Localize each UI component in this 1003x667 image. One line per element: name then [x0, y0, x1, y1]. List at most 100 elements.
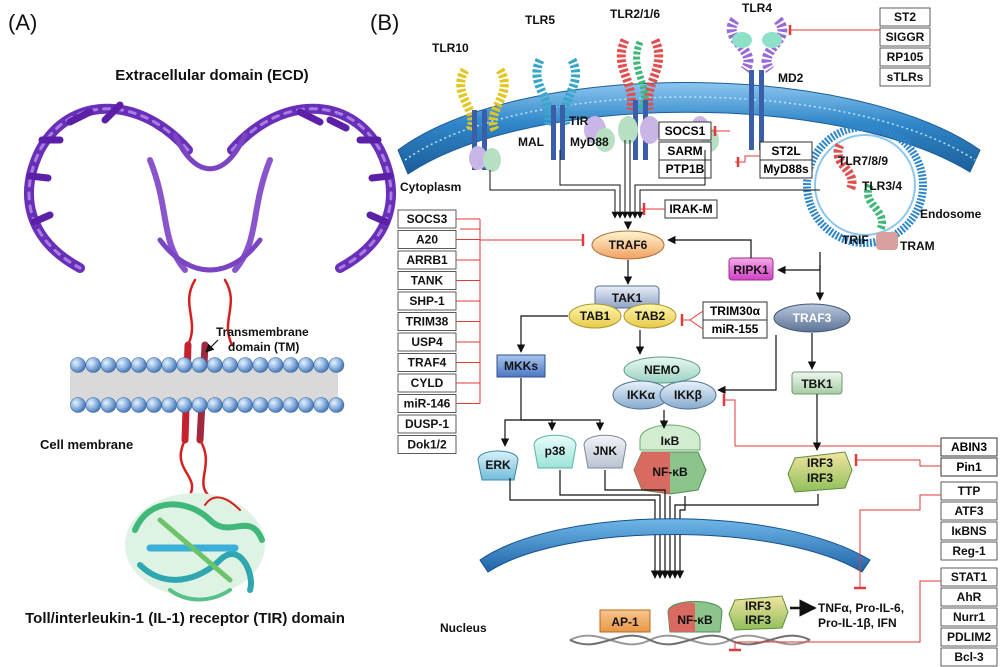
- tak-inhibitors: TRIM30α miR-155: [680, 301, 768, 339]
- lipid-head: [115, 397, 132, 413]
- erk-node: ERK: [485, 458, 511, 472]
- traf6-inhibitor-label: DUSP-1: [405, 417, 449, 431]
- tlr4-inhibitor-box: [879, 67, 931, 87]
- nuclear-inhibitor-box: [940, 607, 998, 627]
- lipid-head: [207, 397, 223, 413]
- cytoplasm-label: Cytoplasm: [400, 180, 461, 194]
- tm-label-line2: domain (TM): [228, 340, 299, 354]
- tir-label: TIR: [569, 114, 589, 128]
- nuclear-inhibitor-label: PDLIM2: [947, 630, 991, 644]
- nuclear-factors: AP-1 NF-κB IRF3 IRF3: [599, 595, 789, 633]
- traf6-inhibitor-label: miR-146: [404, 397, 451, 411]
- ikka-node: IKKα: [627, 388, 656, 402]
- lipid-head: [313, 357, 330, 373]
- nuclear-inhibitor-box: [940, 647, 998, 667]
- traf6-inhibitor-label: SHP-1: [409, 294, 445, 308]
- tlr4-label: TLR4: [742, 1, 772, 15]
- irf3-nuclear-top: IRF3: [745, 599, 771, 613]
- nuclear-inhibitor-label: Bcl-3: [954, 650, 984, 664]
- tlr10-label: TLR10: [432, 41, 469, 55]
- tab1-node: TAB1: [580, 309, 611, 323]
- tlr4-inhibitor-label: SIGGR: [886, 30, 925, 44]
- traf6-inhibitor-label: TANK: [411, 274, 444, 288]
- endosome: TLR7/8/9 TLR3/4 Endosome TRIF TRAM: [803, 123, 982, 253]
- cell-membrane-label: Cell membrane: [40, 437, 133, 452]
- lipid-head: [161, 397, 177, 413]
- lipid-head: [70, 357, 86, 373]
- ecd-title: Extracellular domain (ECD): [115, 67, 308, 84]
- tir-title: Toll/interleukin-1 (IL-1) receptor (TIR)…: [25, 610, 345, 627]
- irf3-inhibitors: ABIN3 Pin1: [722, 394, 998, 477]
- lipid-head: [328, 357, 345, 373]
- traf3-node: TRAF3: [793, 311, 832, 325]
- panel-a: (A) Extracellular domain (ECD): [8, 10, 396, 627]
- lipid-head: [207, 357, 223, 373]
- lipid-head: [282, 357, 299, 373]
- tlr4-inhibitor-label: sTLRs: [887, 70, 924, 84]
- lipid-head: [267, 397, 284, 413]
- irakm-label: IRAK-M: [669, 202, 712, 216]
- jnk-node: JNK: [593, 444, 617, 458]
- lipid-head: [85, 357, 101, 373]
- lipid-heads: [70, 357, 345, 413]
- lipid-head: [70, 397, 86, 413]
- mal-label: MAL: [518, 135, 544, 149]
- nuclear-inhibitor-box: [940, 587, 998, 607]
- receptor-tlr10: [456, 67, 509, 172]
- receptor-tlr4: [726, 16, 788, 150]
- lipid-head: [131, 397, 147, 413]
- nuclear-inhibitor-label: ATF3: [954, 504, 983, 518]
- ptp1b-label: PTP1B: [666, 162, 705, 176]
- nuclear-inhibitor-label: Reg-1: [952, 544, 986, 558]
- nuclear-inhibitor-label: Nurr1: [953, 610, 985, 624]
- lipid-head: [115, 357, 132, 373]
- sarm-label: SARM: [667, 144, 702, 158]
- ikkb-node: IKKβ: [674, 388, 702, 402]
- nuclear-inhibitor-label: STAT1: [951, 570, 988, 584]
- ripk1-node: RIPK1: [733, 263, 769, 277]
- lipid-head: [222, 357, 238, 373]
- nuclear-inhibitor-box: [940, 541, 998, 561]
- irf3-top-node: IRF3: [807, 456, 833, 470]
- traf6-inhibitor-box: [397, 435, 457, 454]
- myd88-convergence: [489, 126, 820, 219]
- myd88-label: MyD88: [570, 135, 609, 149]
- tram-label: TRAM: [900, 239, 935, 253]
- lipid-head: [131, 357, 147, 373]
- lipid-head: [298, 357, 314, 373]
- socs1-label: SOCS1: [665, 124, 706, 138]
- traf6-inhibitor-box: [397, 414, 457, 434]
- panel-b: (B) TLR10: [370, 1, 998, 667]
- trif-label: TRIF: [842, 233, 869, 247]
- traf6-inhibitor-label: CYLD: [411, 376, 444, 390]
- tlr4-inhibitor-label: RP105: [887, 50, 924, 64]
- traf6-inhibitor-label: Dok1/2: [407, 438, 447, 452]
- nuclear-inhibitor-box: [940, 481, 998, 501]
- lipid-head: [252, 357, 269, 373]
- nemo-node: NEMO: [644, 363, 680, 377]
- traf6-inhibitor-label: TRIM38: [406, 315, 449, 329]
- lipid-head: [191, 397, 208, 413]
- myd88s-label: MyD88s: [763, 162, 809, 176]
- st2l-label: ST2L: [771, 144, 800, 158]
- lipid-head: [176, 397, 193, 413]
- lipid-head: [161, 357, 177, 373]
- tbk1-node: TBK1: [801, 377, 833, 391]
- nuclear-inhibitor-box: [940, 627, 998, 647]
- traf6-inhibitor-list: SOCS3A20ARRB1TANKSHP-1TRIM38USP4TRAF4CYL…: [397, 209, 481, 454]
- panel-b-label: (B): [370, 10, 399, 35]
- tm-label-line1: Transmembrane: [216, 325, 309, 339]
- tlr4-inhibitor-box: [879, 7, 931, 27]
- traf6-inhibitor-label: SOCS3: [407, 212, 448, 226]
- pathway-arrows: [500, 221, 825, 579]
- irf3-bottom-node: IRF3: [807, 471, 833, 485]
- tak1-node: TAK1: [612, 291, 643, 305]
- ap1-nuclear: AP-1: [611, 615, 639, 629]
- traf6-node: TRAF6: [609, 238, 648, 252]
- lipid-head: [100, 397, 117, 413]
- receptor-tlr216: [616, 38, 664, 160]
- lipid-head: [313, 397, 330, 413]
- nucleus-label: Nucleus: [440, 621, 487, 635]
